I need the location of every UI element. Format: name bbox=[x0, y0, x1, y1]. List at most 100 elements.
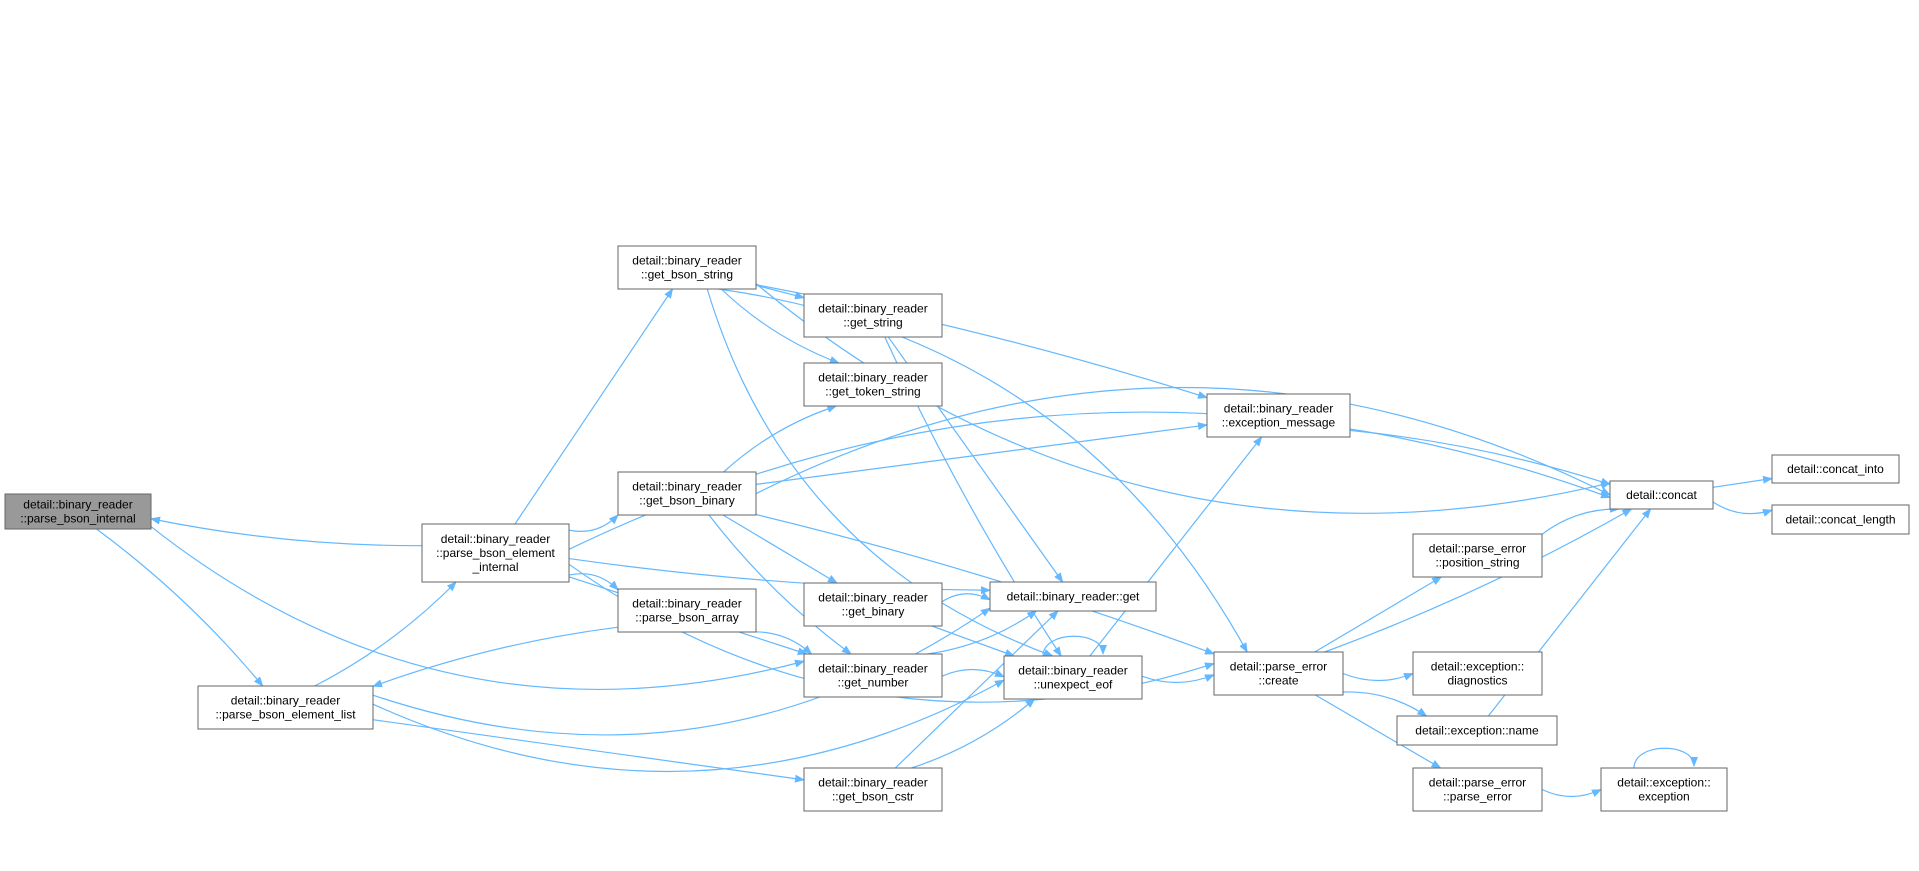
edge-get_number-to-get bbox=[927, 610, 1038, 655]
edge-position_string-to-concat bbox=[1541, 504, 1620, 535]
node-parse-bson-array[interactable]: detail::binary_reader::parse_bson_array bbox=[617, 588, 757, 633]
edge-get_bson_string-to-unexpect_eof bbox=[706, 288, 1054, 657]
node-concat[interactable]: detail::concat bbox=[1609, 480, 1714, 510]
edge-parse_error_create-to-diagnostics bbox=[1342, 672, 1414, 682]
node-label-line: ::create bbox=[1258, 674, 1298, 688]
node-box bbox=[803, 653, 943, 698]
node-box bbox=[803, 362, 943, 407]
edge-parse_bson_element_internal-to-parse_bson_internal bbox=[150, 516, 423, 547]
node-box bbox=[421, 523, 570, 583]
node-label-line: detail::binary_reader bbox=[23, 498, 132, 512]
node-position-string[interactable]: detail::parse_error::position_string bbox=[1412, 533, 1543, 578]
node-label-line: detail::parse_error bbox=[1429, 542, 1526, 556]
node-label-line: detail::binary_reader bbox=[441, 532, 550, 546]
node-label-line: ::get_bson_string bbox=[641, 268, 733, 282]
node-label-line: ::get_bson_cstr bbox=[832, 790, 914, 804]
edge-get_bson_binary-to-parse_error_create bbox=[755, 513, 1215, 655]
node-box bbox=[1206, 393, 1351, 438]
node-label-line: _internal bbox=[471, 560, 518, 574]
edge-get_bson_cstr-to-unexpect_eof bbox=[911, 698, 1036, 769]
node-label-line: detail::concat_into bbox=[1787, 462, 1884, 476]
node-label-line: detail::binary_reader bbox=[632, 597, 741, 611]
edge-parse_error_create-to-exception_name bbox=[1342, 691, 1428, 717]
node-concat-length[interactable]: detail::concat_length bbox=[1771, 504, 1910, 535]
node-box bbox=[617, 471, 757, 516]
node-get[interactable]: detail::binary_reader::get bbox=[989, 581, 1157, 612]
node-box bbox=[1213, 651, 1344, 696]
node-box bbox=[989, 581, 1157, 612]
node-label-line: exception bbox=[1638, 790, 1689, 804]
node-label-line: ::parse_bson_element bbox=[436, 546, 555, 560]
edge-get_bson_string-to-get_token_string bbox=[720, 288, 840, 364]
edge-get_bson_binary-to-get_binary bbox=[722, 514, 838, 584]
node-box bbox=[803, 293, 943, 338]
node-label-line: detail::concat bbox=[1626, 488, 1697, 502]
node-get-token-string[interactable]: detail::binary_reader::get_token_string bbox=[803, 362, 943, 407]
node-box bbox=[617, 245, 757, 290]
node-exception-ctor[interactable]: detail::exception::exception bbox=[1600, 767, 1728, 812]
node-label-line: ::parse_bson_element_list bbox=[215, 708, 356, 722]
edge-parse_bson_array-to-parse_bson_element_list bbox=[372, 626, 619, 688]
node-label-line: detail::binary_reader bbox=[1018, 664, 1127, 678]
node-get-bson-cstr[interactable]: detail::binary_reader::get_bson_cstr bbox=[803, 767, 943, 812]
node-diagnostics[interactable]: detail::exception::diagnostics bbox=[1412, 651, 1543, 696]
node-box bbox=[1609, 480, 1714, 510]
edge-parse_bson_element_internal-to-get_bson_binary bbox=[568, 514, 619, 532]
edge-parse_bson_element_list-to-unexpect_eof bbox=[372, 679, 1005, 772]
edge-unexpect_eof-to-parse_error_create bbox=[1141, 674, 1215, 684]
node-label-line: detail::concat_length bbox=[1785, 513, 1895, 527]
node-box bbox=[617, 588, 757, 633]
node-box bbox=[1396, 715, 1558, 746]
edge-concat-to-concat_length bbox=[1712, 501, 1773, 517]
node-box bbox=[1600, 767, 1728, 812]
node-label-line: ::parse_bson_internal bbox=[20, 512, 135, 526]
node-concat-into[interactable]: detail::concat_into bbox=[1771, 454, 1900, 484]
node-parse-bson-internal[interactable]: detail::binary_reader::parse_bson_intern… bbox=[4, 493, 152, 530]
edge-parse_error_create-to-concat bbox=[1324, 508, 1633, 653]
node-box bbox=[803, 767, 943, 812]
edge-exception_ctor-to-exception_ctor bbox=[1633, 747, 1698, 769]
node-label-line: ::position_string bbox=[1435, 556, 1519, 570]
node-get-number[interactable]: detail::binary_reader::get_number bbox=[803, 653, 943, 698]
edge-unexpect_eof-to-unexpect_eof bbox=[1042, 635, 1107, 657]
node-label-line: ::exception_message bbox=[1222, 416, 1336, 430]
edge-get_binary-to-get bbox=[941, 592, 991, 603]
node-label-line: detail::parse_error bbox=[1230, 660, 1327, 674]
edge-parse_bson_internal-to-parse_bson_element_list bbox=[96, 528, 264, 687]
node-label-line: detail::binary_reader bbox=[1224, 402, 1333, 416]
node-label-line: detail::binary_reader bbox=[231, 694, 340, 708]
node-label-line: ::get_bson_binary bbox=[639, 494, 734, 508]
node-parse-bson-element-internal[interactable]: detail::binary_reader::parse_bson_elemen… bbox=[421, 523, 570, 583]
edge-get_number-to-unexpect_eof bbox=[941, 668, 1005, 678]
node-get-bson-string[interactable]: detail::binary_reader::get_bson_string bbox=[617, 245, 757, 290]
node-get-bson-binary[interactable]: detail::binary_reader::get_bson_binary bbox=[617, 471, 757, 516]
node-label-line: detail::binary_reader bbox=[818, 371, 927, 385]
node-label-line: detail::binary_reader bbox=[632, 480, 741, 494]
node-unexpect-eof[interactable]: detail::binary_reader::unexpect_eof bbox=[1003, 655, 1143, 700]
node-box bbox=[803, 582, 943, 627]
node-parse-error-create[interactable]: detail::parse_error::create bbox=[1213, 651, 1344, 696]
node-get-binary[interactable]: detail::binary_reader::get_binary bbox=[803, 582, 943, 627]
edge-get_bson_binary-to-concat bbox=[755, 387, 1611, 496]
node-parse-bson-element-list[interactable]: detail::binary_reader::parse_bson_elemen… bbox=[197, 685, 374, 730]
node-label-line: ::parse_bson_array bbox=[635, 611, 738, 625]
node-parse-error-ctor[interactable]: detail::parse_error::parse_error bbox=[1412, 767, 1543, 812]
edge-get_bson_binary-to-exception_message bbox=[755, 422, 1208, 485]
edge-parse_bson_array-to-get_number bbox=[748, 631, 813, 655]
edge-parse_bson_element_list-to-parse_bson_element_internal bbox=[314, 581, 457, 687]
node-label-line: detail::exception:: bbox=[1617, 776, 1710, 790]
node-label-line: detail::binary_reader bbox=[818, 591, 927, 605]
node-label-line: detail::binary_reader bbox=[818, 302, 927, 316]
node-exception-message[interactable]: detail::binary_reader::exception_message bbox=[1206, 393, 1351, 438]
edge-get_bson_cstr-to-get bbox=[894, 610, 1059, 769]
node-exception-name[interactable]: detail::exception::name bbox=[1396, 715, 1558, 746]
edge-concat-to-concat_into bbox=[1712, 475, 1773, 488]
node-label-line: detail::binary_reader bbox=[818, 776, 927, 790]
node-box bbox=[1771, 454, 1900, 484]
edge-exception_message-to-concat bbox=[1349, 429, 1611, 486]
node-box bbox=[197, 685, 374, 730]
node-get-string[interactable]: detail::binary_reader::get_string bbox=[803, 293, 943, 338]
node-label-line: ::unexpect_eof bbox=[1034, 678, 1113, 692]
node-label-line: detail::binary_reader::get bbox=[1007, 590, 1140, 604]
